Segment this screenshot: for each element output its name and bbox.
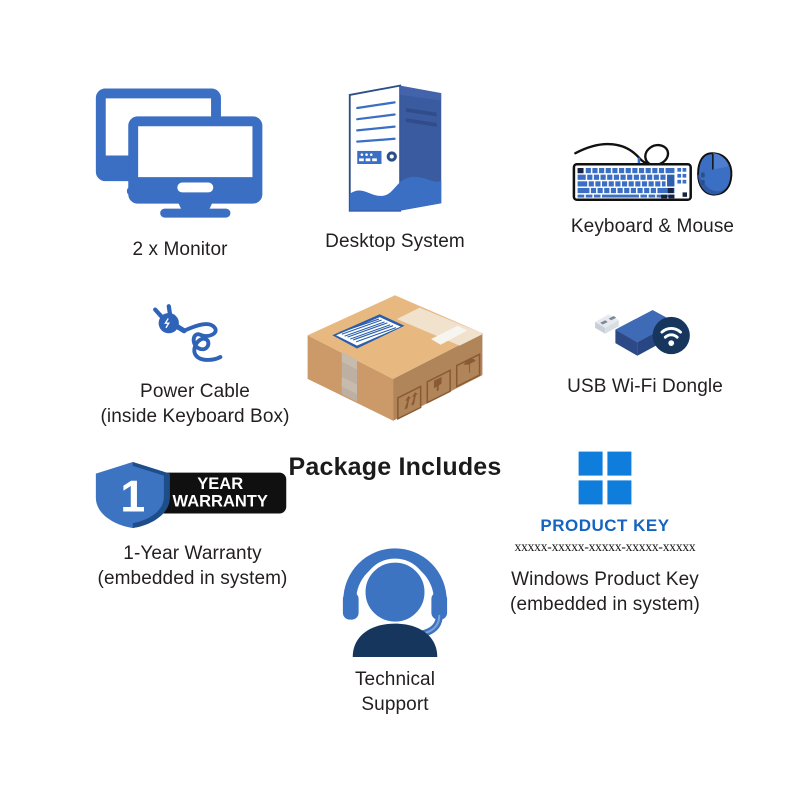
item-keyboard-mouse: Keyboard & Mouse bbox=[525, 130, 780, 239]
product-key-title: PRODUCT KEY bbox=[540, 516, 670, 535]
dual-monitor-icon bbox=[90, 88, 270, 223]
package-includes-title-wrap: Package Includes bbox=[255, 453, 535, 482]
item-desktop-system: Desktop System bbox=[305, 80, 485, 254]
cardboard-box-icon bbox=[300, 293, 490, 423]
keyboard-mouse-label: Keyboard & Mouse bbox=[570, 216, 735, 237]
item-usb-dongle: USB Wi-Fi Dongle bbox=[520, 305, 770, 399]
desktop-tower-icon bbox=[343, 80, 448, 220]
support-label-line1: Technical bbox=[354, 669, 436, 690]
desktop-label: Desktop System bbox=[325, 231, 465, 252]
support-label-line2: Support bbox=[361, 694, 429, 715]
item-technical-support: Technical Support bbox=[320, 538, 470, 717]
page-title: Package Includes bbox=[288, 453, 502, 481]
windows-logo-icon bbox=[578, 451, 632, 505]
warranty-badge-line2: WARRANTY bbox=[172, 492, 267, 510]
item-monitor: 2 x Monitor bbox=[60, 88, 300, 262]
warranty-badge-line1: YEAR bbox=[197, 475, 243, 493]
usb-wifi-dongle-icon bbox=[590, 305, 700, 365]
item-warranty: YEAR WARRANTY 1 1-Year Warranty (embedde… bbox=[80, 461, 305, 591]
windows-product-key-art: PRODUCT KEY xxxxx-xxxxx-xxxxx-xxxxx-xxxx… bbox=[498, 450, 713, 555]
product-key-label-line1: Windows Product Key bbox=[511, 569, 699, 590]
headset-support-icon bbox=[335, 538, 455, 658]
item-product-key: PRODUCT KEY xxxxx-xxxxx-xxxxx-xxxxx-xxxx… bbox=[480, 450, 730, 617]
item-power-cable: Power Cable (inside Keyboard Box) bbox=[85, 300, 305, 429]
warranty-badge-number: 1 bbox=[120, 472, 145, 521]
monitor-label: 2 x Monitor bbox=[132, 239, 228, 260]
keyboard-mouse-icon bbox=[568, 130, 738, 205]
item-package-box bbox=[295, 293, 495, 423]
usb-dongle-label: USB Wi-Fi Dongle bbox=[567, 376, 723, 397]
warranty-label-line2: (embedded in system) bbox=[97, 568, 288, 589]
power-cable-label-line2: (inside Keyboard Box) bbox=[100, 406, 290, 427]
product-key-label-line2: (embedded in system) bbox=[510, 594, 700, 615]
power-cable-label-line1: Power Cable bbox=[140, 381, 250, 402]
power-plug-cable-icon bbox=[140, 300, 250, 370]
warranty-label-line1: 1-Year Warranty bbox=[123, 543, 262, 564]
warranty-shield-icon: YEAR WARRANTY 1 bbox=[94, 461, 292, 528]
product-key-code: xxxxx-xxxxx-xxxxx-xxxxx-xxxxx bbox=[514, 539, 696, 554]
